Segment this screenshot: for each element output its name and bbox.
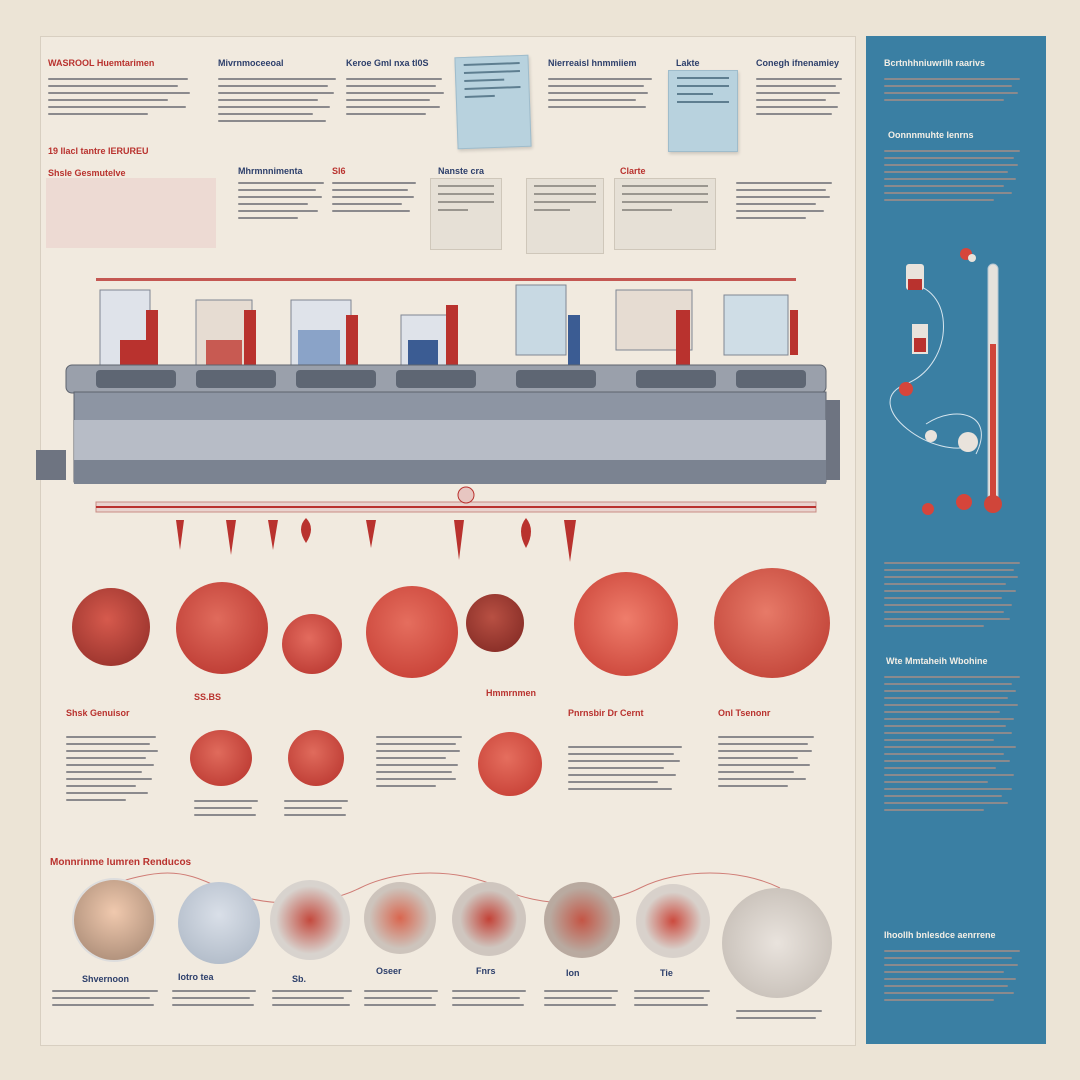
- sidebar-panel: [866, 36, 1046, 1044]
- lower-heading-5: Onl Tsenonr: [718, 708, 771, 718]
- top-heading-6: Conegh ifnenamiey: [756, 58, 840, 68]
- top-heading-1: WASROOL Huemtarimen: [48, 58, 155, 68]
- circle-illustration-6: [636, 884, 710, 958]
- dish-large-7: [714, 568, 830, 678]
- sidebar-text-2: [884, 150, 1024, 206]
- bottom-text-3: [272, 990, 356, 1011]
- mid-heading-5: Nanste cra: [438, 166, 485, 176]
- bottom-item-6: Ion: [566, 968, 580, 978]
- circle-illustration-3: [364, 882, 436, 954]
- lower-heading-1: Shsk Genuisor: [66, 708, 130, 718]
- vessel-6: [615, 289, 693, 365]
- dish-small-1: [190, 730, 252, 786]
- mid-heading-1: 19 Ilacl tantre IERUREU: [48, 146, 149, 156]
- top-heading-4: Nierreaisl hnmmiiem: [548, 58, 637, 68]
- lower-text-block-2: [376, 736, 466, 792]
- mid-text-block-1: [238, 182, 328, 224]
- vessel-5: [515, 284, 580, 365]
- sidebar-heading-1: Bcrtnhhniuwrilh raarivs: [884, 58, 986, 68]
- lower-heading-3: Hmmrnmen: [486, 688, 537, 698]
- bottom-item-2: Iotro tea: [178, 972, 214, 982]
- bottom-text-8: [736, 1010, 826, 1024]
- lower-text-block-1: [66, 736, 161, 806]
- sidebar-text-1: [884, 78, 1024, 106]
- dish-large-1: [72, 588, 150, 666]
- sidebar-text-5: [884, 950, 1024, 1006]
- sticky-note-1: [454, 54, 532, 150]
- flask-icon: [906, 264, 924, 290]
- dish-large-4: [366, 586, 458, 678]
- vessel-7: [723, 294, 798, 356]
- dish-small-2: [288, 730, 344, 786]
- vessel-4: [400, 305, 458, 366]
- gray-note-2: [526, 178, 604, 254]
- sidebar-text-4: [884, 676, 1024, 816]
- top-heading-5: Lakte: [676, 58, 700, 68]
- mid-text-block-3: [736, 182, 836, 224]
- bottom-text-4: [364, 990, 442, 1011]
- bottom-text-6: [544, 990, 622, 1011]
- pink-diagram-area: [46, 178, 216, 248]
- bottom-text-2: [172, 990, 260, 1011]
- gray-note-3: [614, 178, 716, 250]
- vessel-2: [195, 299, 256, 366]
- lower-text-block-4: [718, 736, 818, 792]
- top-text-block-3: [346, 78, 446, 120]
- drop-icon: [912, 324, 928, 354]
- lower-text-block-6: [284, 800, 354, 821]
- top-heading-3: Keroe Gml nxa tl0S: [346, 58, 429, 68]
- mid-text-block-2: [332, 182, 422, 217]
- bottom-item-7: Tie: [660, 968, 673, 978]
- lower-heading-2: SS.BS: [194, 692, 222, 702]
- machine-illustration: [36, 278, 840, 562]
- circle-illustration-7: [722, 888, 832, 998]
- top-text-block-5: [756, 78, 846, 120]
- bottom-item-5: Fnrs: [476, 966, 496, 976]
- sidebar-heading-2: Oonnnmuhte Ienrns: [888, 130, 974, 140]
- dish-large-5: [466, 594, 524, 652]
- bottom-text-1: [52, 990, 162, 1011]
- top-text-block-1: [48, 78, 193, 120]
- mid-heading-4: Sl6: [332, 166, 346, 176]
- mid-heading-3: Mhrmnnimenta: [238, 166, 303, 176]
- mid-heading-6: Clarte: [620, 166, 646, 176]
- dish-large-2: [176, 582, 268, 674]
- sidebar-diagram: [889, 248, 1002, 515]
- circle-illustration-1: [178, 882, 260, 964]
- portrait-icon: [72, 878, 156, 962]
- mid-heading-2: Shsle Gesmutelve: [48, 168, 126, 178]
- dish-large-3: [282, 614, 342, 674]
- vessel-1: [99, 289, 158, 366]
- gray-note-1: [430, 178, 502, 250]
- dish-large-6: [574, 572, 678, 676]
- dish-small-3: [478, 732, 542, 796]
- bottom-item-4: Oseer: [376, 966, 402, 976]
- top-text-block-4: [548, 78, 658, 113]
- sidebar-heading-3: Wte Mmtaheih Wbohine: [886, 656, 988, 666]
- sidebar-text-3: [884, 562, 1024, 632]
- lower-heading-4: Pnrnsbir Dr Cernt: [568, 708, 644, 718]
- bottom-text-7: [634, 990, 714, 1011]
- top-text-block-2: [218, 78, 338, 127]
- thermometer-icon: [984, 263, 1002, 513]
- bottom-item-3: Sb.: [292, 974, 307, 984]
- vessel-3: [290, 299, 358, 366]
- circle-illustration-4: [452, 882, 526, 956]
- bottom-text-5: [452, 990, 530, 1011]
- circle-illustration-5: [544, 882, 620, 958]
- lower-text-block-3: [568, 746, 688, 795]
- sidebar-heading-4: Ihoollh bnlesdce aenrrene: [884, 930, 996, 940]
- bottom-header: Monnrinme lumren Renducos: [50, 858, 192, 868]
- sticky-note-2: [668, 70, 738, 152]
- lower-text-block-5: [194, 800, 264, 821]
- bottom-item-1: Shvernoon: [82, 974, 130, 984]
- circle-illustration-2: [270, 880, 350, 960]
- top-heading-2: Mivrnmoceeoal: [218, 58, 284, 68]
